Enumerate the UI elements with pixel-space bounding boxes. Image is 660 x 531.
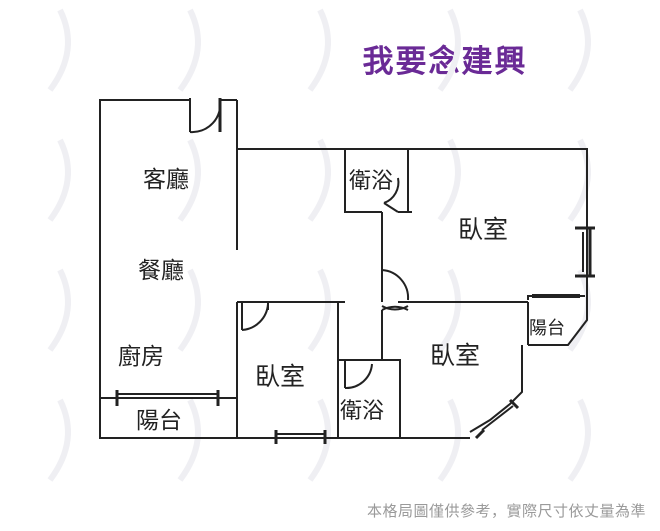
walls <box>99 98 595 444</box>
room-label-balcony-right: 陽台 <box>529 318 565 339</box>
room-label-kitchen: 廚房 <box>118 344 164 370</box>
room-label-balcony-left: 陽台 <box>136 408 182 434</box>
disclaimer-text: 本格局圖僅供參考，實際尺寸依丈量為準 <box>366 502 646 520</box>
room-label-bathroom-top: 衛浴 <box>349 169 393 194</box>
room-label-dining-room: 餐廳 <box>138 258 184 284</box>
page-title: 我要念建興 <box>362 44 528 80</box>
room-label-bedroom-master: 臥室 <box>458 215 508 244</box>
room-label-living-room: 客廳 <box>143 167 189 193</box>
room-label-bedroom-small: 臥室 <box>255 362 305 391</box>
room-label-bedroom-middle: 臥室 <box>430 341 480 370</box>
room-label-bathroom-bottom: 衛浴 <box>340 399 384 424</box>
